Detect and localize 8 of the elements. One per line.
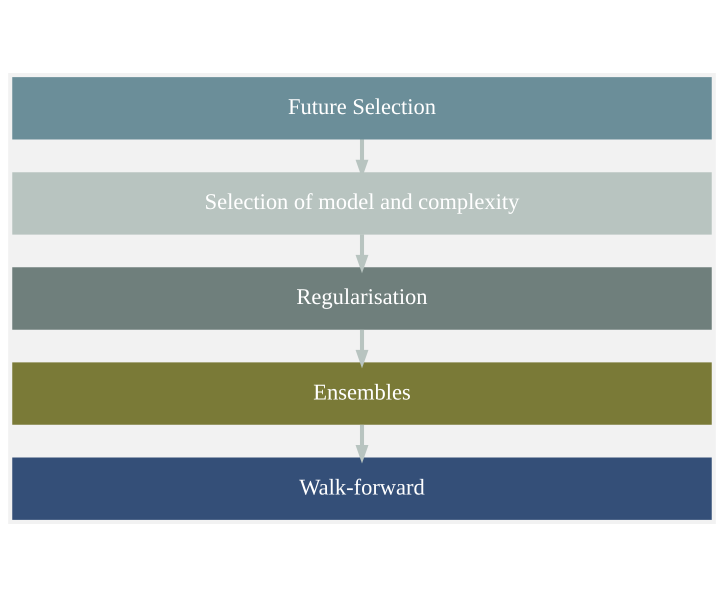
node-box: Ensembles [12,362,712,425]
arrow [356,234,368,274]
arrow [356,330,368,368]
arrow [356,424,368,464]
node-box: Future Selection [12,77,712,140]
node-box: Regularisation [12,267,712,330]
node-box: Selection of model and complexity [12,172,712,235]
node-box: Walk-forward [12,458,712,520]
